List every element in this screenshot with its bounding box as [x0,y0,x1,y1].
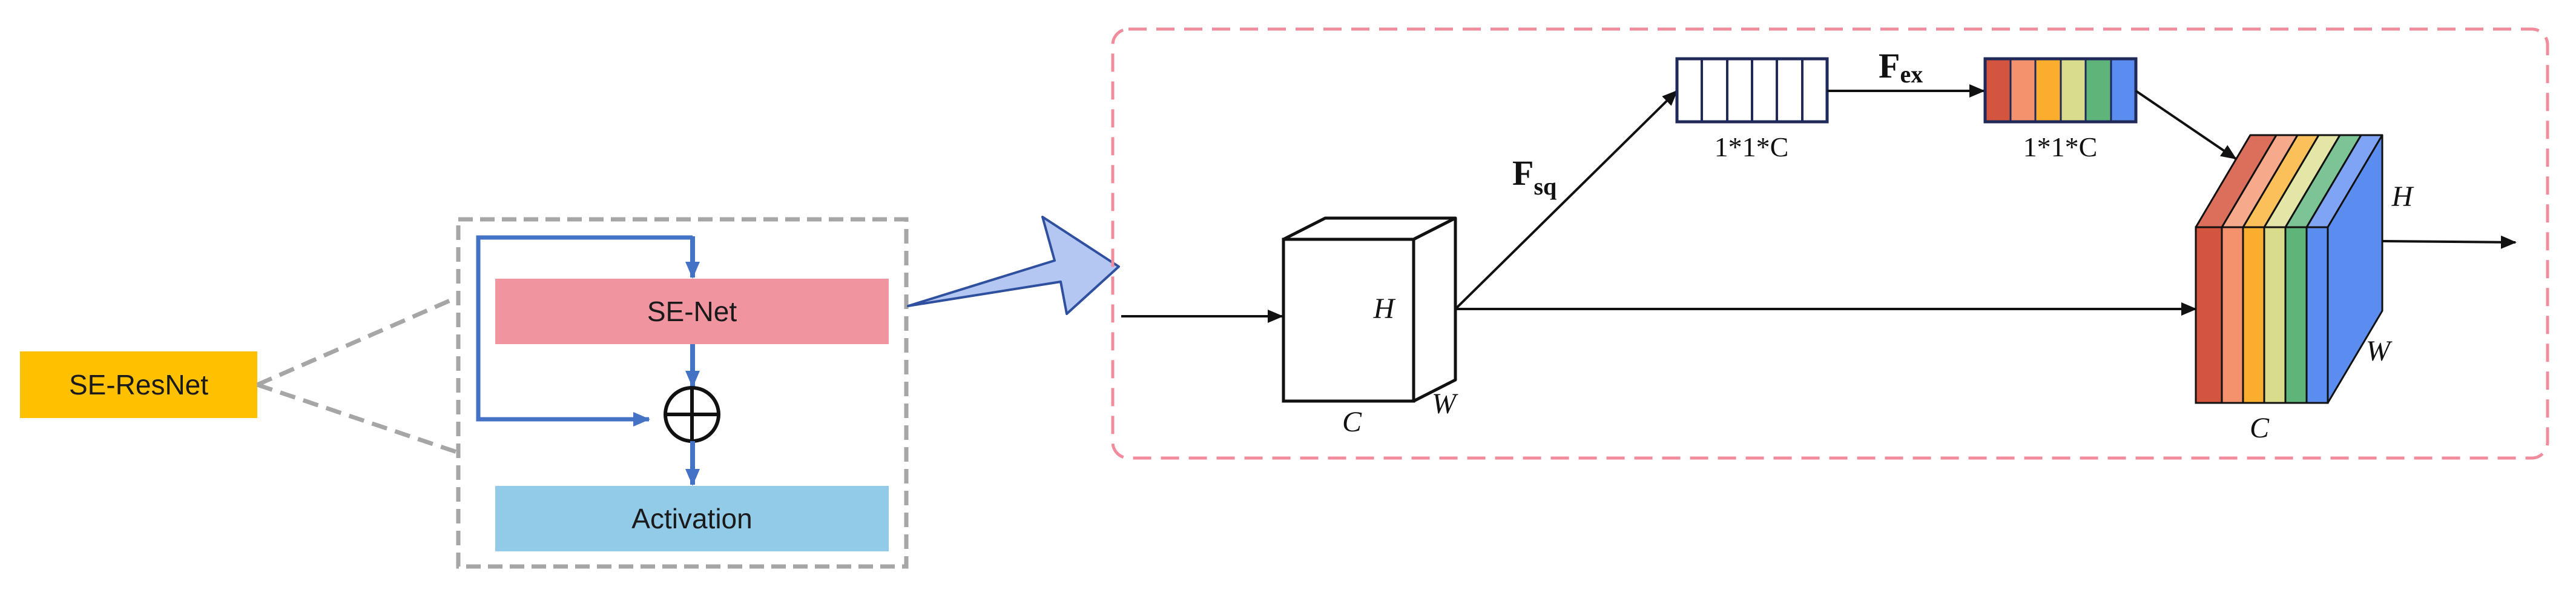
squeeze-shape-label: 1*1*C [1715,131,1789,162]
input-c-label: C [1342,406,1362,438]
fsq-sub: sq [1533,173,1556,200]
skip-connection [476,235,693,427]
output-channel-slab-6 [2305,134,2383,404]
output-channel-slab-4 [2263,134,2341,404]
fex-sub: ex [1900,61,1923,88]
input-w-label: W [1432,388,1458,420]
left-panel: SE-ResNet SE-Net Activation [20,217,909,569]
fsq-label: Fsq [1512,153,1556,200]
squeeze-vector [1675,57,1829,124]
squeeze-arrow [1454,90,1678,310]
activation-label: Activation [631,503,752,534]
output-channel-slab-5 [2284,134,2362,404]
se-net-box [495,279,889,344]
input-h-label: H [1373,293,1396,325]
fex-label: Fex [1879,46,1923,88]
output-feature-block [2195,134,2383,404]
detail-dashed-box [1111,27,2549,460]
output-c-label: C [2250,412,2270,444]
zoom-connector-bottom [256,382,460,455]
output-h-label: H [2391,181,2414,213]
excite-shape-label: 1*1*C [2023,131,2098,162]
output-arrow [2382,235,2517,249]
fex-main: F [1879,46,1900,85]
se-resnet-label: SE-ResNet [69,369,208,400]
output-w-label: W [2366,335,2393,367]
module-dashed-box [456,217,909,569]
fsq-main: F [1512,153,1533,193]
detail-panel: H C W Fsq 1*1*C Fex [1111,27,2549,460]
output-channel-slab-1 [2195,134,2278,404]
se-resnet-box [20,351,257,418]
activation-box [495,486,889,551]
input-feature-cube [1282,216,1457,403]
zoom-arrow [907,216,1120,315]
excitation-vector [1983,57,2138,124]
se-net-label: SE-Net [647,296,737,327]
scale-arrow [2135,90,2237,160]
zoom-connector-top [256,294,460,387]
sum-operator-icon [664,386,720,443]
